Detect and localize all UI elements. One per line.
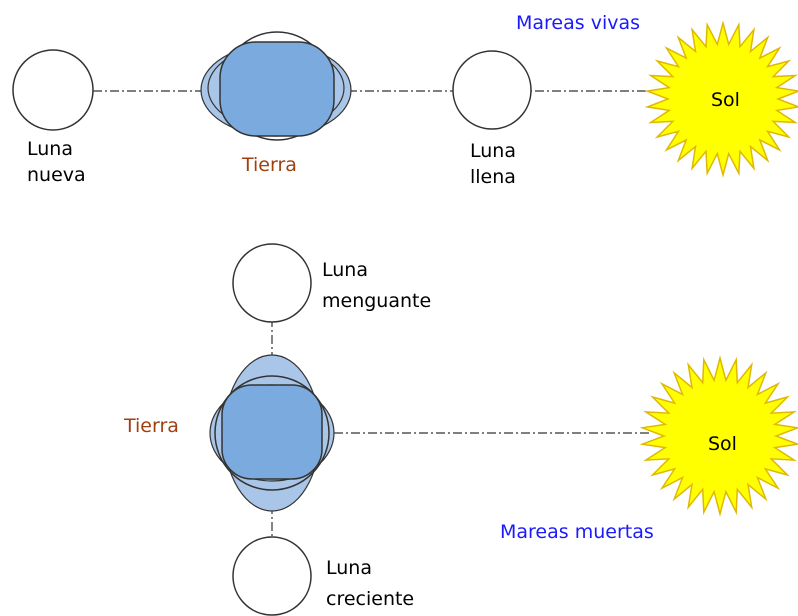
sun-bottom [639, 355, 798, 517]
neap-tides-section: Luna menguante Tierra Sol Mareas muertas… [123, 243, 798, 616]
earth-neap-tide [209, 354, 335, 512]
earth-label-bottom: Tierra [123, 415, 179, 437]
full-moon-circle [452, 50, 532, 130]
neap-tides-title: Mareas muertas [500, 521, 654, 543]
new-moon-label-line1: Luna [27, 138, 73, 160]
sun-label-bottom: Sol [708, 433, 737, 455]
waxing-moon-circle [232, 536, 312, 616]
waxing-moon-label: Luna creciente [326, 557, 414, 610]
earth-outline-bottom [214, 375, 330, 491]
sun-label-top: Sol [711, 89, 740, 111]
new-moon-circle [12, 49, 94, 131]
full-moon-label-line2: llena [470, 166, 516, 188]
earth-label-top: Tierra [241, 154, 297, 176]
earth-core-bottom [221, 384, 323, 480]
full-moon-label-line1: Luna [470, 140, 516, 162]
earth-spring-tide [200, 31, 352, 141]
sun-top [644, 20, 798, 178]
waning-moon-circle [232, 243, 312, 323]
spring-tides-section: Mareas vivas Luna nueva Tierra Luna llen… [12, 12, 798, 188]
waxing-moon-label-line1: Luna [326, 557, 372, 579]
new-moon-label-line2: nueva [27, 164, 86, 186]
waning-moon-label-line2: menguante [322, 290, 431, 312]
full-moon-label: Luna llena [470, 140, 522, 188]
earth-core [219, 41, 335, 137]
new-moon-label: Luna nueva [27, 138, 86, 186]
waning-moon-label-line1: Luna [322, 259, 368, 281]
waxing-moon-label-line2: creciente [326, 588, 414, 610]
waning-moon-label: Luna menguante [322, 259, 431, 312]
spring-tides-title: Mareas vivas [516, 12, 640, 34]
